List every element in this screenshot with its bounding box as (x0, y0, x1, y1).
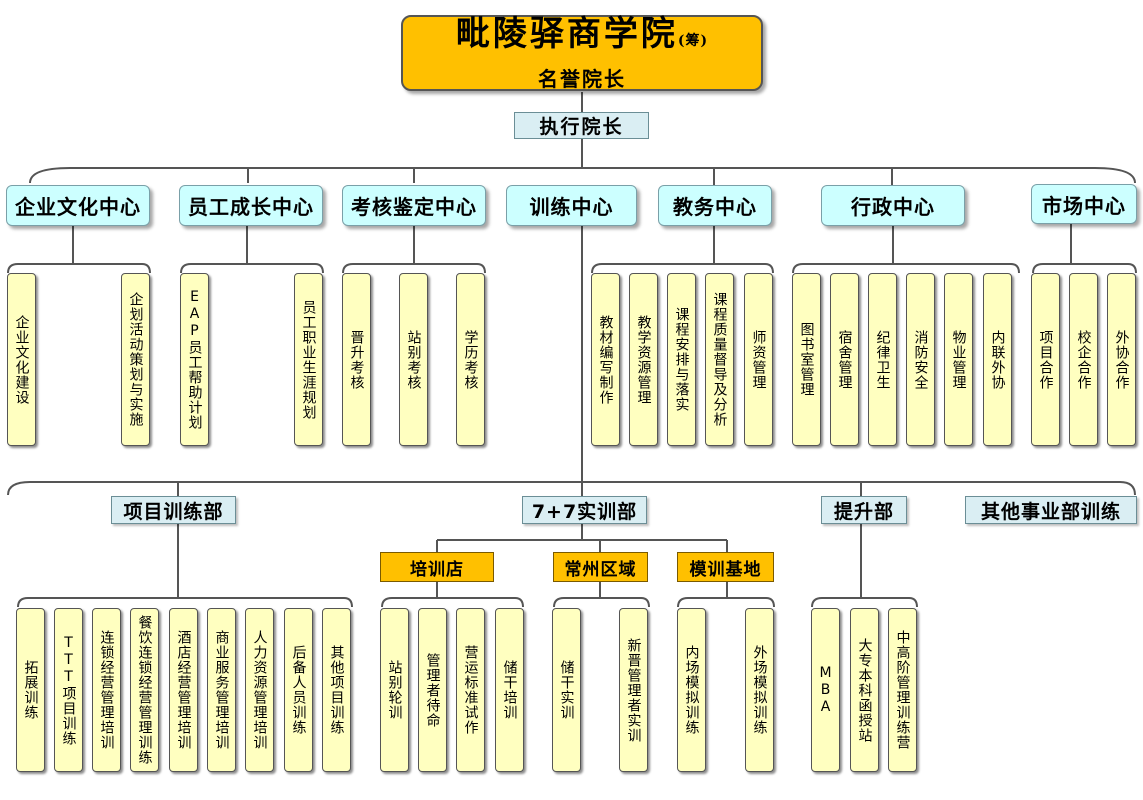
center-corporate-culture: 企业文化中心 (6, 185, 150, 226)
leaf-mba: MBA (811, 608, 840, 772)
center-academic-affairs: 教务中心 (658, 185, 772, 226)
leaf-reserve-staff: 后备人员训练 (284, 608, 313, 772)
hub-training-store: 培训店 (380, 552, 494, 582)
leaf-station-rotation: 站别轮训 (380, 608, 409, 772)
root-subtitle: 名誉院长 (538, 67, 626, 91)
leaf-outdoor-simulation: 外场模拟训练 (745, 608, 774, 772)
leaf-course-quality: 课程质量督导及分析 (705, 273, 734, 446)
root-suffix: (筹) (677, 33, 709, 49)
leaf-discipline-hygiene: 纪律卫生 (868, 273, 897, 446)
leaf-textbook-writing: 教材编写制作 (591, 273, 620, 446)
hub-simulation-base: 模训基地 (677, 552, 774, 582)
center-marketing: 市场中心 (1031, 184, 1137, 224)
leaf-ttt: TTT项目训练 (54, 608, 83, 772)
leaf-corporate-culture-building: 企业文化建设 (7, 273, 36, 446)
center-assessment: 考核鉴定中心 (342, 185, 486, 226)
leaf-correspondence-station: 大专本科函授站 (850, 608, 879, 772)
leaf-operation-standard: 营运标准试作 (456, 608, 485, 772)
leaf-management-camp: 中高阶管理训练营 (888, 608, 917, 772)
dept-7plus7-practical: 7+7实训部 (522, 496, 647, 524)
leaf-new-manager-practice: 新晋管理者实训 (619, 608, 648, 772)
leaf-faculty-management: 师资管理 (744, 273, 773, 446)
leaf-promotion-assessment: 晋升考核 (342, 273, 371, 446)
leaf-other-projects: 其他项目训练 (322, 608, 351, 772)
leaf-reserve-cadre-training: 储干培训 (495, 608, 524, 772)
leaf-commercial-service: 商业服务管理培训 (207, 608, 236, 772)
leaf-school-enterprise: 校企合作 (1069, 273, 1098, 446)
leaf-external-cooperation: 外协合作 (1107, 273, 1136, 446)
leaf-fire-safety: 消防安全 (906, 273, 935, 446)
leaf-eap: EAP员工帮助计划 (180, 273, 209, 446)
leaf-hr-management: 人力资源管理培训 (245, 608, 274, 772)
leaf-course-scheduling: 课程安排与落实 (667, 273, 696, 446)
leaf-dormitory: 宿舍管理 (830, 273, 859, 446)
leaf-indoor-simulation: 内场模拟训练 (677, 608, 706, 772)
center-administration: 行政中心 (821, 185, 965, 226)
leaf-hotel-management: 酒店经营管理培训 (169, 608, 198, 772)
leaf-degree-assessment: 学历考核 (456, 273, 485, 446)
leaf-outward-bound: 拓展训练 (16, 608, 45, 772)
leaf-career-planning: 员工职业生涯规划 (294, 273, 323, 446)
leaf-project-cooperation: 项目合作 (1031, 273, 1060, 446)
leaf-event-planning: 企划活动策划与实施 (121, 273, 150, 446)
executive-node: 执行院长 (514, 112, 649, 139)
leaf-manager-standby: 管理者待命 (418, 608, 447, 772)
leaf-liaison: 内联外协 (983, 273, 1012, 446)
leaf-teaching-resources: 教学资源管理 (629, 273, 658, 446)
dept-promotion: 提升部 (821, 496, 907, 524)
leaf-reserve-cadre-practice: 储干实训 (552, 608, 581, 772)
leaf-catering-chain: 餐饮连锁经营管理训练 (130, 608, 159, 772)
hub-changzhou-region: 常州区域 (553, 552, 648, 582)
leaf-library: 图书室管理 (792, 273, 821, 446)
leaf-property: 物业管理 (944, 273, 973, 446)
dept-other-business: 其他事业部训练 (965, 496, 1137, 524)
center-staff-growth: 员工成长中心 (179, 185, 323, 226)
root-title: 毗陵驿商学院 (455, 14, 678, 54)
leaf-station-assessment: 站别考核 (399, 273, 428, 446)
center-training: 训练中心 (506, 185, 637, 226)
root-node: 毗陵驿商学院(筹) 名誉院长 (401, 14, 763, 91)
leaf-chain-management: 连锁经营管理培训 (92, 608, 121, 772)
dept-project-training: 项目训练部 (111, 496, 236, 524)
